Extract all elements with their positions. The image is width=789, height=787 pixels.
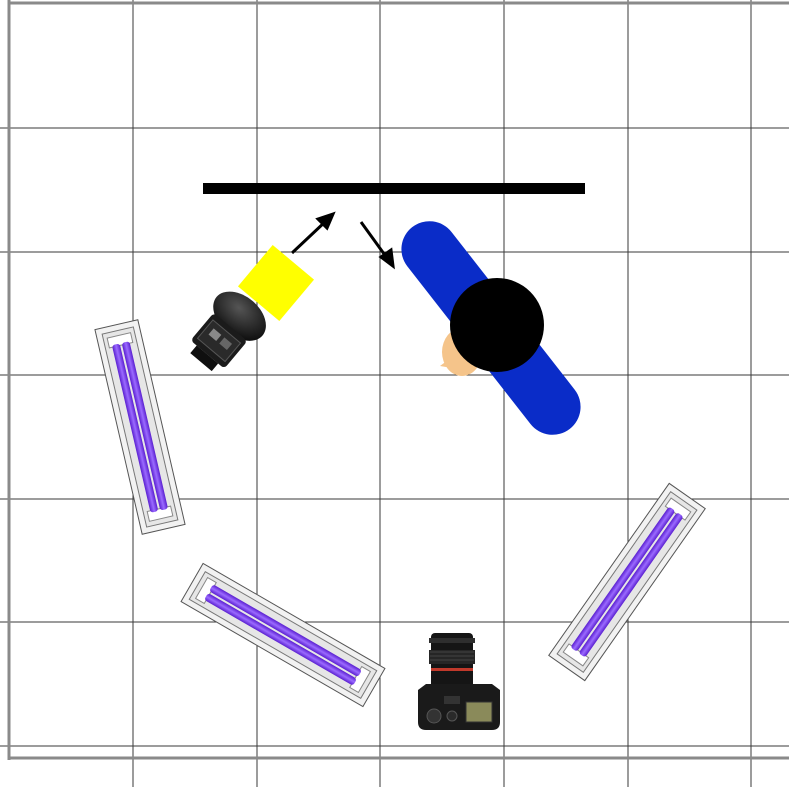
subject-hair [450, 278, 544, 372]
backdrop [203, 183, 585, 194]
